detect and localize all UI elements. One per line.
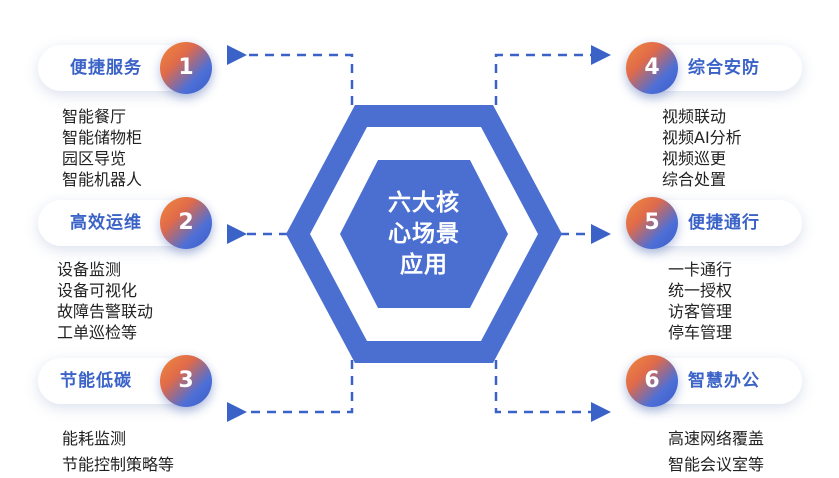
list-item: 视频AI分析 (662, 128, 742, 147)
list-item: 智能会议室等 (668, 455, 765, 474)
list-item: 统一授权 (668, 281, 733, 300)
center-title-line-1: 六大核 (388, 190, 460, 216)
connector-4 (494, 45, 611, 105)
list-item: 工单巡检等 (57, 323, 138, 342)
scene-5-number-badge: 5 (626, 197, 678, 249)
center-title-line-3: 应用 (400, 252, 448, 278)
scene-6-items: 高速网络覆盖 智能会议室等 (668, 426, 764, 478)
list-item: 综合处置 (662, 170, 727, 189)
hexagon-inner (340, 160, 508, 308)
scene-2-title: 高效运维 (70, 213, 142, 233)
scene-6-number-badge: 6 (626, 355, 678, 407)
scene-4-items: 视频联动 视频AI分析 视频巡更 综合处置 (662, 106, 742, 190)
scene-1-items: 智能餐厅 智能储物柜 园区导览 智能机器人 (62, 106, 142, 190)
list-item: 视频联动 (662, 107, 727, 126)
center-title: 六大核 心场景 应用 (374, 188, 474, 281)
list-item: 设备监测 (57, 260, 122, 279)
scene-4-title: 综合安防 (688, 58, 760, 78)
scene-3-title: 节能低碳 (60, 371, 132, 391)
scene-6-title: 智慧办公 (688, 371, 760, 391)
connector-1 (227, 45, 354, 105)
scene-5-title: 便捷通行 (688, 213, 760, 233)
list-item: 智能机器人 (62, 170, 143, 189)
scene-3-number-badge: 3 (160, 355, 212, 407)
list-item: 设备可视化 (57, 281, 138, 300)
list-item: 智能储物柜 (62, 128, 143, 147)
scene-3-items: 能耗监测 节能控制策略等 (62, 426, 174, 478)
scene-1-title: 便捷服务 (70, 58, 142, 78)
list-item: 智能餐厅 (62, 107, 127, 126)
list-item: 视频巡更 (662, 149, 727, 168)
list-item: 停车管理 (668, 323, 733, 342)
list-item: 一卡通行 (668, 260, 733, 279)
list-item: 能耗监测 (62, 429, 127, 448)
scene-4-number-badge: 4 (626, 42, 678, 94)
list-item: 节能控制策略等 (62, 455, 175, 474)
list-item: 园区导览 (62, 149, 127, 168)
scene-1-number-badge: 1 (160, 42, 212, 94)
center-title-line-2: 心场景 (388, 221, 460, 247)
scene-5-items: 一卡通行 统一授权 访客管理 停车管理 (668, 259, 732, 343)
scene-2-number-badge: 2 (160, 197, 212, 249)
list-item: 故障告警联动 (57, 302, 154, 321)
list-item: 访客管理 (668, 302, 733, 321)
connector-3 (227, 360, 354, 422)
scene-2-items: 设备监测 设备可视化 故障告警联动 工单巡检等 (57, 259, 153, 343)
list-item: 高速网络覆盖 (668, 429, 765, 448)
connector-6 (494, 360, 611, 422)
